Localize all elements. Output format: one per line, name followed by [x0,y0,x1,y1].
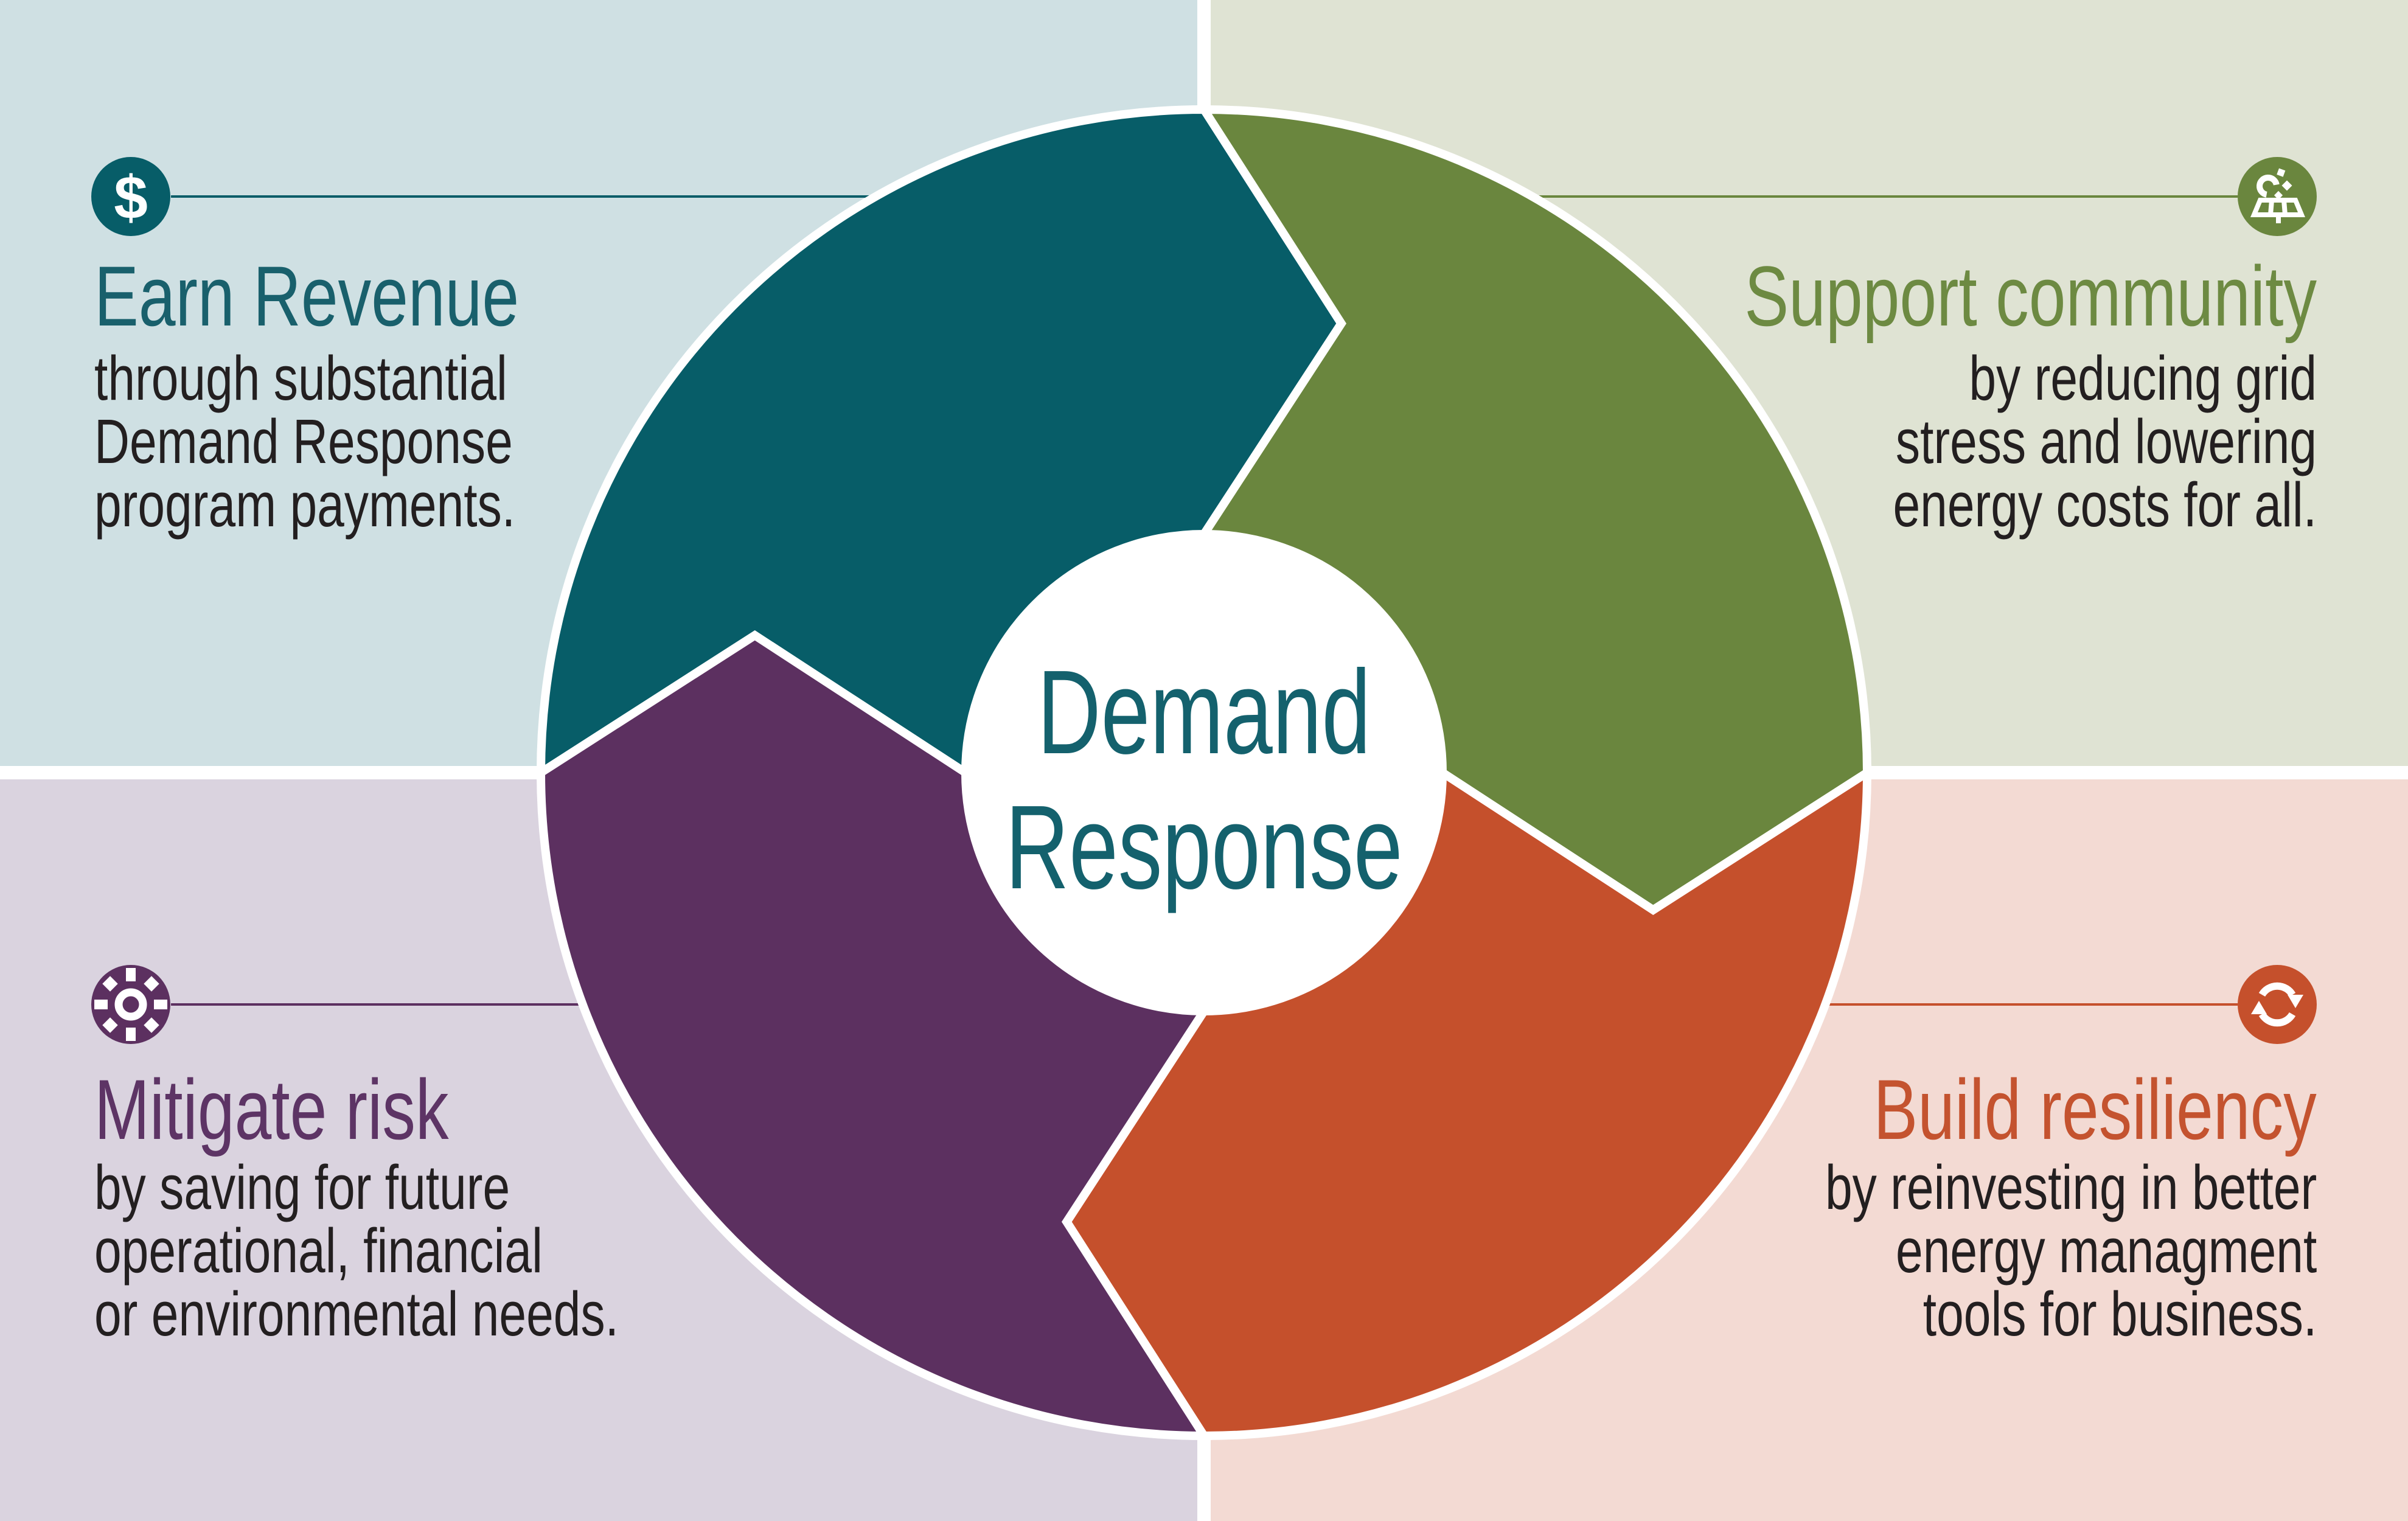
body-line: energy costs for all. [1893,470,2317,540]
heading-support-community: Support community [1744,248,2317,344]
body-line: tools for business. [1923,1279,2317,1349]
connector-line-mitigate-risk [171,1003,583,1006]
refresh-icon [2238,965,2317,1044]
sun-icon [91,965,170,1044]
body-line: by saving for future [94,1152,510,1222]
dollar-icon: $ [91,157,170,236]
connector-line-earn-revenue [171,195,875,198]
body-line: Demand Response [94,406,513,476]
connector-line-support-community [1533,195,2238,198]
body-support-community: by reducing grid stress and lowering ene… [1893,347,2317,537]
dollar-glyph: $ [114,164,148,232]
body-mitigate-risk: by saving for future operational, financ… [94,1156,619,1346]
heading-build-resiliency: Build resiliency [1873,1062,2317,1157]
solar-panel-icon [2238,157,2317,236]
body-line: by reducing grid [1969,343,2317,413]
center-label-line1: Demand [1037,646,1371,779]
center-label-line2: Response [1005,781,1403,914]
cycle-center-disk [961,529,1447,1016]
body-line: or environmental needs. [94,1279,619,1349]
body-earn-revenue: through substantial Demand Response prog… [94,347,515,537]
body-line: energy managment [1895,1216,2317,1286]
center-label: Demand Response [1005,645,1402,915]
body-line: by reinvesting in better [1825,1152,2317,1222]
heading-earn-revenue: Earn Revenue [94,248,520,344]
cycle-segment-build-resiliency [1061,765,1872,1441]
heading-mitigate-risk: Mitigate risk [94,1062,449,1157]
body-line: stress and lowering [1895,406,2317,476]
body-build-resiliency: by reinvesting in better energy managmen… [1825,1156,2317,1346]
cycle-segment-support-community [1196,105,1872,916]
cycle-segment-mitigate-risk [536,630,1212,1441]
body-line: operational, financial [94,1216,543,1286]
cycle-segment-earn-revenue [536,105,1347,781]
body-line: program payments. [94,470,516,540]
connector-line-build-resiliency [1825,1003,2238,1006]
body-line: through substantial [94,343,507,413]
